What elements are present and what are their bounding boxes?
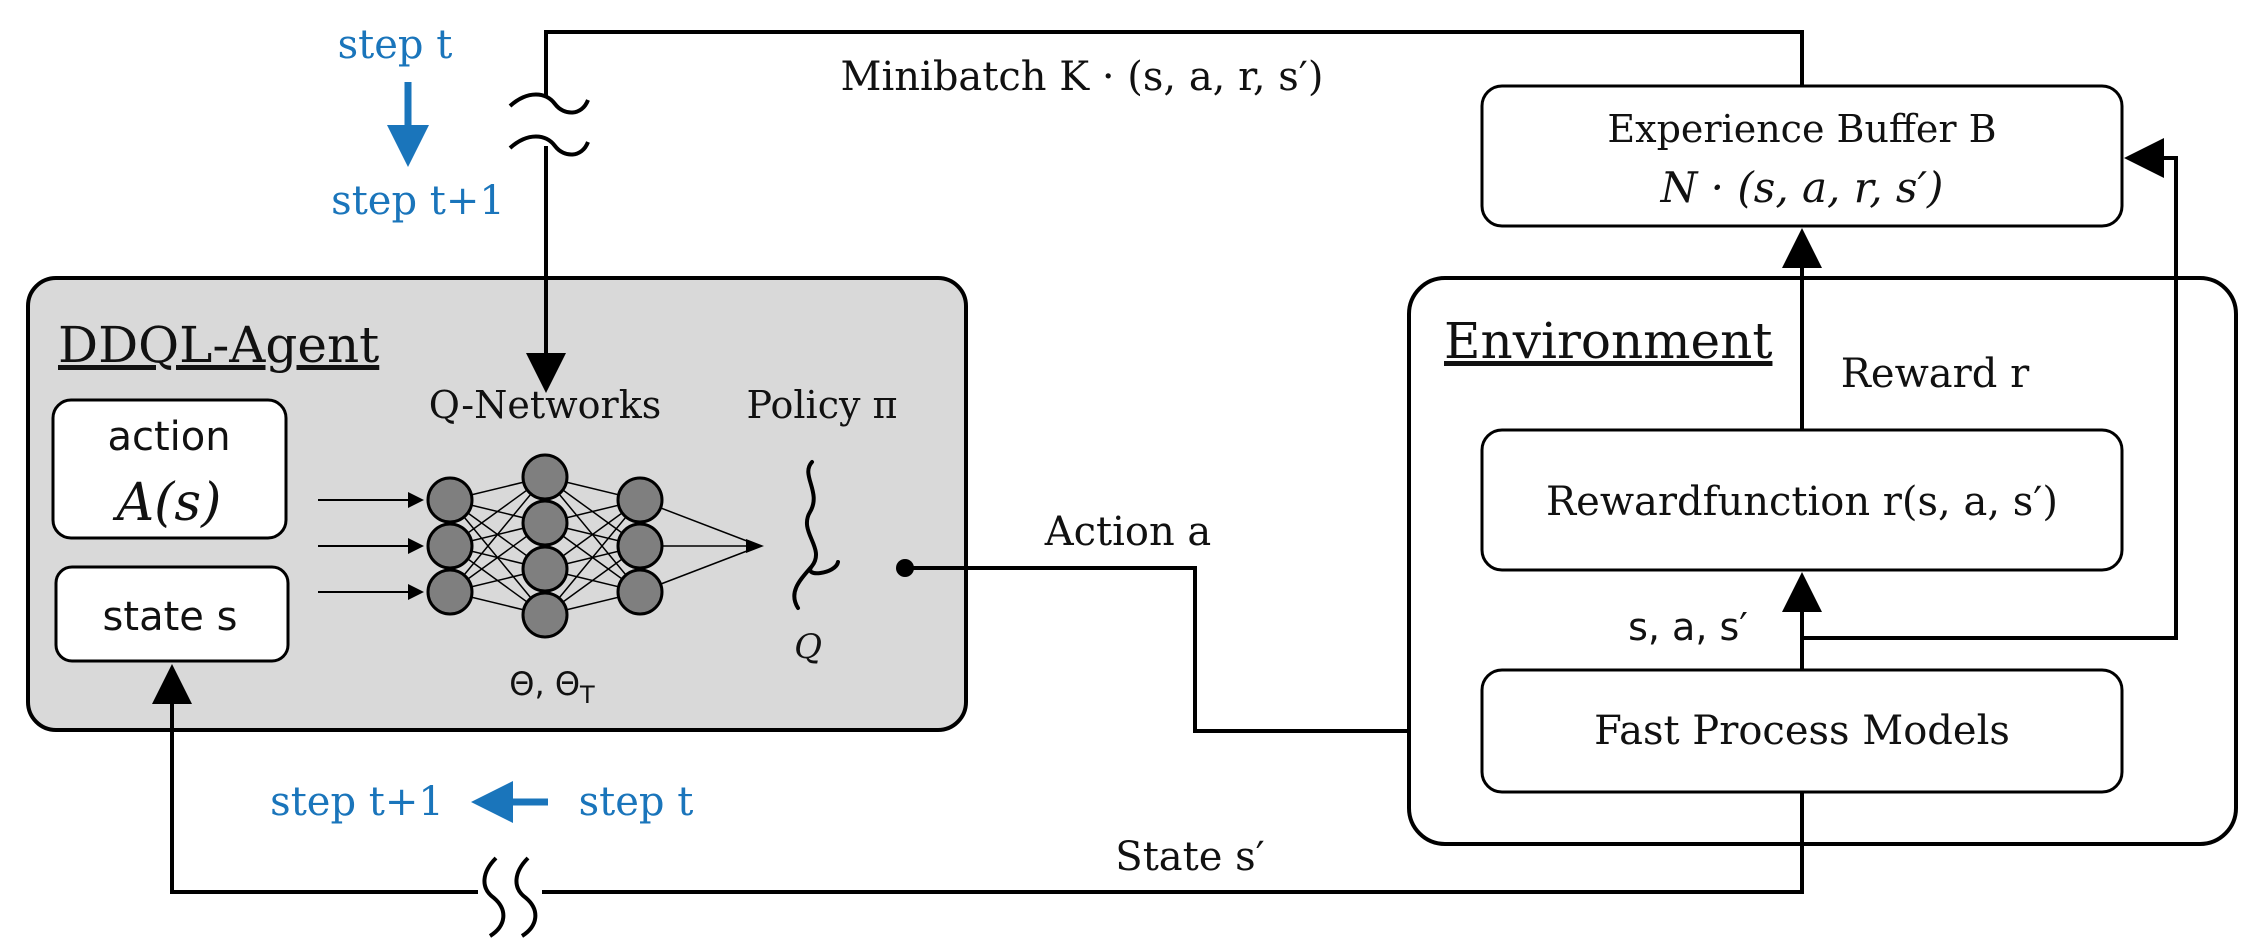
action-box-line2: A(s) [113, 473, 222, 533]
network-node [616, 476, 664, 524]
agent-title: DDQL-Agent [58, 316, 379, 374]
network-node [616, 568, 664, 616]
network-input-arrows [318, 492, 424, 600]
state-box [54, 565, 290, 663]
state-edge [152, 664, 1804, 894]
action-box [51, 398, 288, 540]
minibatch-label: Minibatch K · (s, a, r, s′) [841, 54, 1324, 100]
params-label: Θ, ΘT [509, 665, 595, 709]
network-node [521, 545, 569, 593]
policy-label: Policy π [746, 383, 897, 427]
qnetworks-label: Q-Networks [429, 383, 662, 427]
fast-process-models-label: Fast Process Models [1594, 708, 2010, 754]
network-edge [544, 499, 641, 616]
network-node [426, 568, 474, 616]
q-network-graph [426, 453, 764, 639]
state-box-label: state s [103, 594, 238, 640]
experience-buffer-title: Experience Buffer B [1607, 107, 1996, 151]
action-box-line1: action [107, 414, 230, 460]
minibatch-edge [526, 30, 1804, 393]
step-top-from: step t [338, 22, 453, 68]
network-node [616, 522, 664, 570]
network-node [521, 499, 569, 547]
network-node [426, 522, 474, 570]
buffer-feed-edge [1802, 138, 2178, 640]
network-output-arrowhead [746, 539, 764, 553]
state-break-mark [482, 856, 538, 938]
state-edge-label: State s′ [1115, 834, 1264, 880]
step-bottom-from: step t [579, 779, 694, 825]
network-node [521, 591, 569, 639]
action-edge-label: Action a [1044, 509, 1212, 555]
sas-label: s, a, s′ [1628, 605, 1748, 649]
environment-title: Environment [1444, 312, 1772, 370]
minibatch-break-mark [508, 92, 590, 157]
reward-label: Reward r [1841, 351, 2030, 397]
action-edge [905, 566, 1483, 751]
step-top-to: step t+1 [331, 178, 505, 224]
network-node [426, 476, 474, 524]
q-label: Q [794, 627, 822, 667]
policy-distribution-curve [792, 460, 840, 610]
network-node [521, 453, 569, 501]
rewardfunction-label: Rewardfunction r(s, a, s′) [1546, 479, 2058, 525]
experience-buffer-formula: N · (s, a, r, s′) [1660, 163, 1944, 212]
network-edge [449, 476, 546, 593]
step-bottom-to: step t+1 [270, 779, 444, 825]
